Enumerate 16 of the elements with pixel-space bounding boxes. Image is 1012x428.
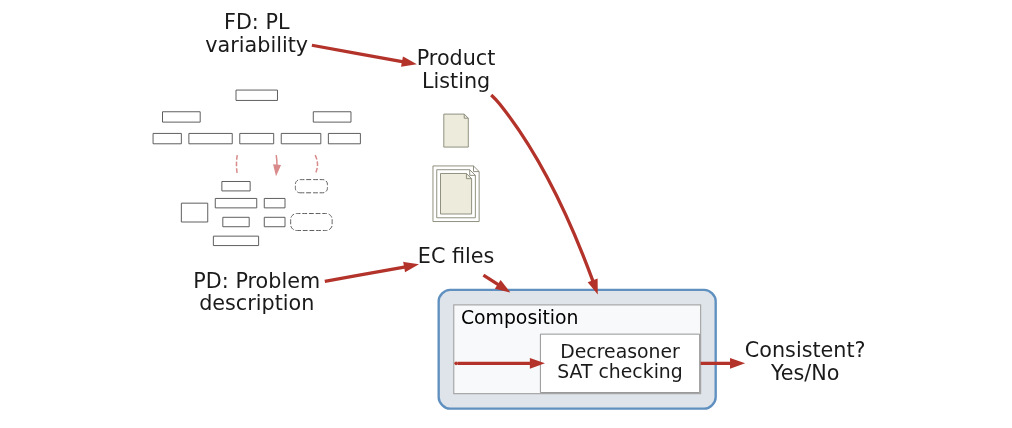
arrow [273,154,282,177]
arrow [457,358,545,369]
node-text: FD: PL variability [205,10,309,57]
arrow [700,358,746,369]
arrow [324,261,419,284]
node-text: Product Listing [416,46,496,93]
arrow [482,273,511,293]
node-text: Consistent? Yes/No [744,338,866,385]
connector [235,154,238,175]
node-text: EC files [417,244,495,269]
connector [314,154,319,175]
arrow [490,93,598,295]
node-text: PD: Problem description [193,268,321,316]
cluster [437,288,717,410]
node-box: Decreasoner SAT checking [539,333,701,394]
arrow [311,43,417,67]
